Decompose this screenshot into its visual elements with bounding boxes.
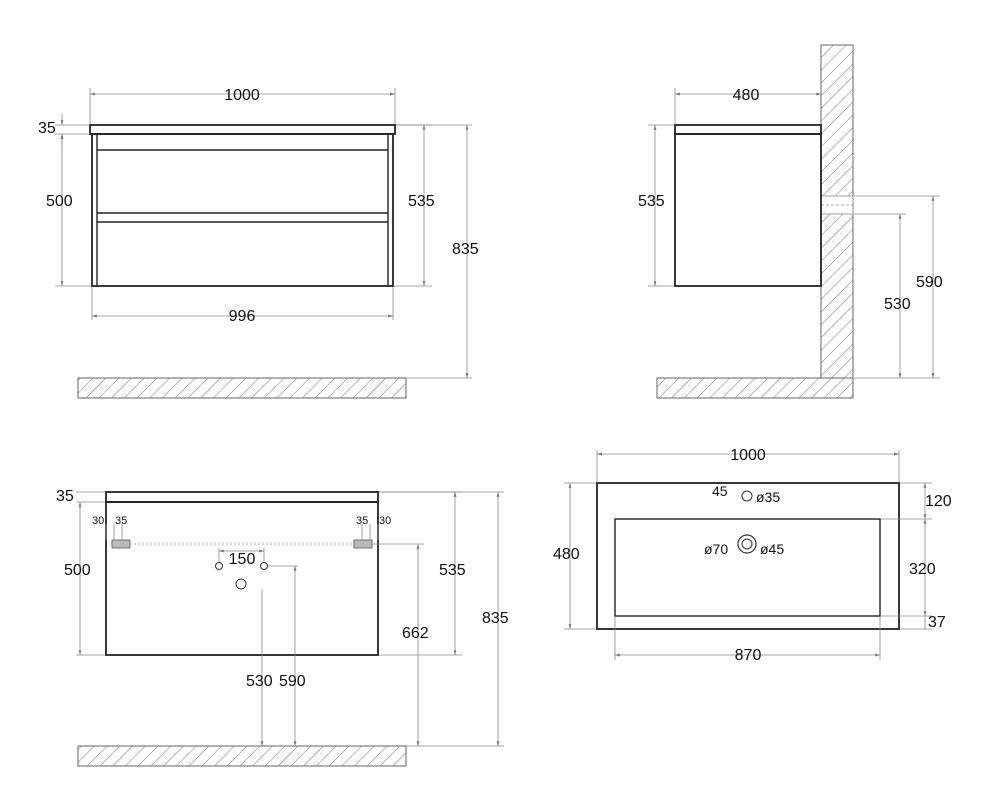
tap-hole <box>741 490 753 502</box>
dim-top-width-total: 1000 <box>730 447 766 464</box>
dim-bracket-height: 662 <box>402 625 429 642</box>
dim-top-margin: 120 <box>925 493 952 510</box>
side-view: 480 535 530 590 <box>638 44 943 399</box>
dim-total-height: 835 <box>452 241 479 258</box>
dim-pipe-upper: 590 <box>916 274 943 291</box>
dim-bracket-right-30: 30 <box>379 515 391 527</box>
dim-tap-offset: 45 <box>712 483 728 499</box>
dim-top-depth: 480 <box>553 546 580 563</box>
drain-inner-ring <box>741 538 753 550</box>
dim-drain-outer: ø70 <box>704 541 728 557</box>
dim-body-width: 996 <box>229 308 256 325</box>
dim-bracket-left-30: 30 <box>92 515 104 527</box>
dim-rear-pipe-lower: 530 <box>246 673 273 690</box>
bracket-right <box>353 539 373 549</box>
dim-rear-height-with-top: 535 <box>439 562 466 579</box>
front-view: 1000 35 500 535 835 996 <box>38 87 479 399</box>
dim-rear-top-thickness: 35 <box>56 488 74 505</box>
dim-depth: 480 <box>733 87 760 104</box>
water-inlet-left <box>215 562 223 570</box>
dim-bracket-right-35: 35 <box>356 515 368 527</box>
dim-bracket-left-35: 35 <box>115 515 127 527</box>
dim-tap-hole: ø35 <box>756 489 780 505</box>
dim-height-with-top: 535 <box>408 193 435 210</box>
dim-top-thickness: 35 <box>38 120 56 137</box>
dim-body-height: 500 <box>46 193 73 210</box>
countertop <box>89 124 396 135</box>
floor-hatch-rear <box>77 745 407 767</box>
bracket-left <box>111 539 131 549</box>
dim-pipe-lower: 530 <box>884 296 911 313</box>
countertop-side <box>674 124 822 135</box>
cabinet-rear <box>105 501 379 656</box>
cabinet-side <box>674 133 822 287</box>
top-view: 45 ø35 ø70 ø45 1000 480 120 320 37 870 <box>553 447 952 664</box>
rear-view: 30 35 35 30 150 35 500 535 662 <box>56 488 509 767</box>
dim-front-margin: 37 <box>928 614 946 631</box>
dim-rear-total-height: 835 <box>482 610 509 627</box>
dim-rear-body-height: 500 <box>64 562 91 579</box>
floor-hatch <box>77 377 407 399</box>
dim-rear-pipe-upper: 590 <box>279 673 306 690</box>
water-inlet-right <box>260 562 268 570</box>
dim-drain-inner: ø45 <box>760 541 784 557</box>
washbasin-outline <box>596 482 900 630</box>
dim-basin-width: 870 <box>735 647 762 664</box>
floor-hatch-side <box>656 377 854 399</box>
countertop-rear <box>105 491 379 503</box>
cabinet-body <box>91 133 394 287</box>
dim-basin-depth: 320 <box>909 561 936 578</box>
basin-bowl <box>614 518 881 617</box>
dim-width-total: 1000 <box>224 87 260 104</box>
dim-pipe-spacing: 150 <box>229 551 256 568</box>
dim-side-height: 535 <box>638 193 665 210</box>
drain-outlet <box>235 578 247 590</box>
